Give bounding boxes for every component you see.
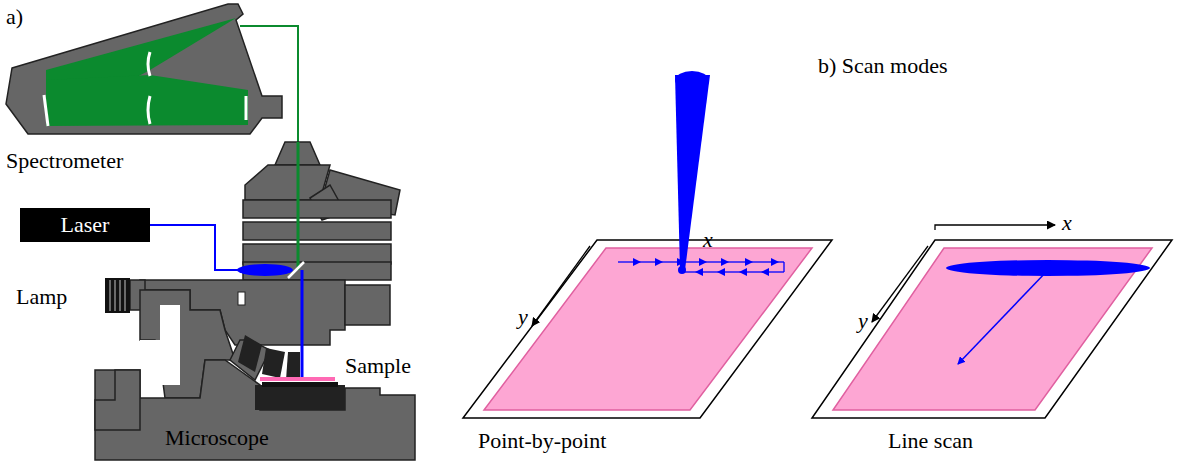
- axis-label: y: [518, 306, 528, 328]
- mode-label: Line scan: [888, 430, 973, 452]
- part-label: Lamp: [16, 286, 67, 308]
- axis-label: x: [703, 229, 713, 251]
- panel-label: a): [6, 6, 23, 28]
- mode-label: Point-by-point: [478, 430, 606, 452]
- microscope: [95, 142, 415, 460]
- laser-box: Laser: [20, 208, 150, 242]
- spectrometer: [6, 4, 282, 134]
- panel-title: b) Scan modes: [818, 55, 948, 77]
- part-label: Spectrometer: [6, 150, 123, 172]
- part-label: Sample: [345, 355, 411, 377]
- node-text: Laser: [61, 214, 110, 236]
- part-label: Microscope: [165, 427, 269, 449]
- axis-label: x: [1062, 212, 1072, 234]
- axis-label: y: [858, 310, 868, 332]
